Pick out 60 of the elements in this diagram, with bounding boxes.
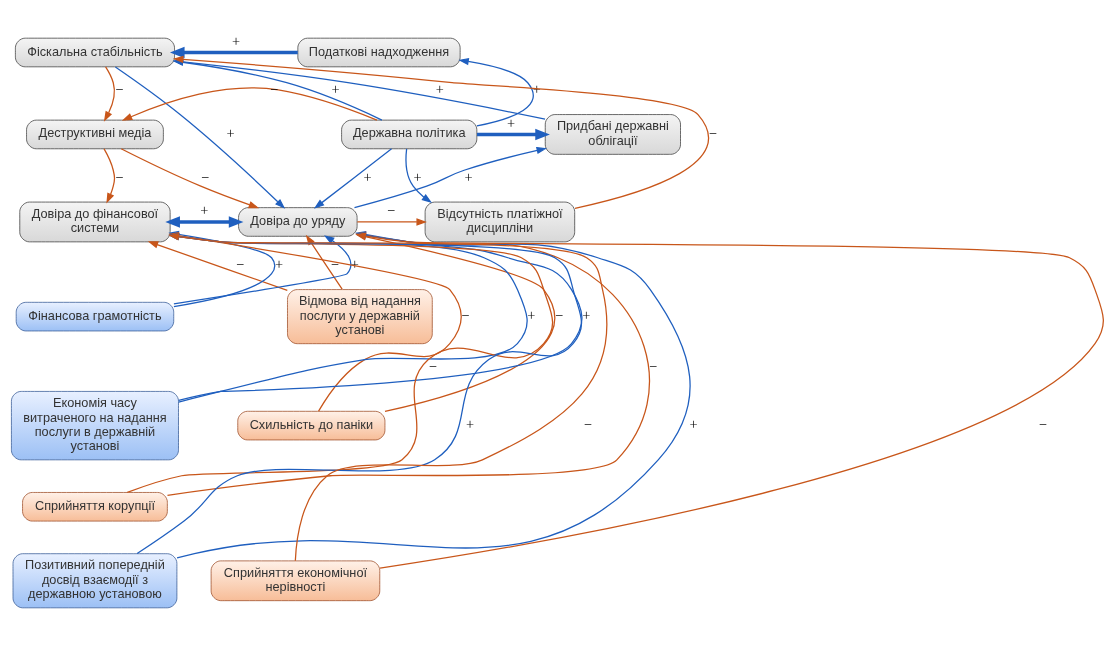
edge-label: − [269, 81, 278, 98]
node-box: Позитивний попередній досвід взаємодії з державною установою [12, 553, 178, 609]
node-box: Відсутність платіжної дисципліни [424, 201, 576, 243]
edge-label: − [387, 202, 396, 219]
node-box: Відмова від надання послуги у державній установі [287, 289, 433, 345]
node-box: Схильність до паніки [237, 410, 386, 441]
edge-label: + [413, 168, 422, 185]
edge-label: − [201, 168, 210, 185]
arrow [405, 148, 433, 204]
edge-label: + [466, 416, 475, 433]
arrow [103, 148, 116, 204]
arrow [121, 87, 378, 121]
node-box: Деструктивні медіа [26, 119, 164, 150]
edge-label: − [115, 81, 124, 98]
edge-label: + [275, 256, 284, 273]
arrow [103, 66, 115, 122]
edge-label: + [200, 202, 209, 219]
arrow [172, 58, 546, 120]
edge-label: − [330, 256, 339, 273]
node-box: Податкові надходження [297, 37, 461, 68]
node-box: Економія часу витраченого на надання послуги в державній установі [11, 391, 179, 461]
node-box: Довіра до фінансової системи [19, 201, 171, 243]
edge-label: + [232, 32, 241, 49]
edge-label: − [583, 416, 592, 433]
node-box: Довіра до уряду [238, 207, 358, 237]
edge-label: + [363, 168, 372, 185]
edge-label: − [555, 307, 564, 324]
arrow [353, 146, 548, 209]
edge-label: − [115, 168, 124, 185]
node-box: Сприйняття корупції [22, 492, 168, 522]
arrow [165, 216, 244, 228]
edge-label: − [1038, 416, 1047, 433]
edge-label: + [331, 81, 340, 98]
edge-label: + [464, 168, 473, 185]
node-box: Фінансова грамотність [15, 301, 175, 332]
arrow [458, 57, 534, 127]
arrow [120, 148, 260, 209]
arrow [172, 55, 710, 209]
arrow [169, 46, 298, 59]
node-box: Придбані державні облігації [544, 114, 681, 155]
edge-label: + [507, 114, 516, 131]
arrow [477, 128, 550, 141]
edge-label: − [461, 307, 470, 324]
arrow [313, 148, 393, 209]
node-box: Сприйняття економічної нерівності [210, 560, 381, 602]
arrow [147, 241, 288, 291]
node-box: Фіскальна стабільність [15, 37, 175, 68]
edge-label: + [435, 81, 444, 98]
edge-label: − [236, 256, 245, 273]
edge-label: − [649, 358, 658, 375]
arrow [114, 66, 286, 209]
edge-label: + [689, 416, 698, 433]
edge-label: − [708, 124, 717, 141]
arrow [172, 58, 383, 121]
edge-label: + [582, 307, 591, 324]
edge-label: + [527, 307, 536, 324]
edge-label: + [226, 124, 235, 141]
edge-label: − [428, 358, 437, 375]
arrow [356, 218, 427, 226]
node-box: Державна політика [341, 119, 478, 150]
